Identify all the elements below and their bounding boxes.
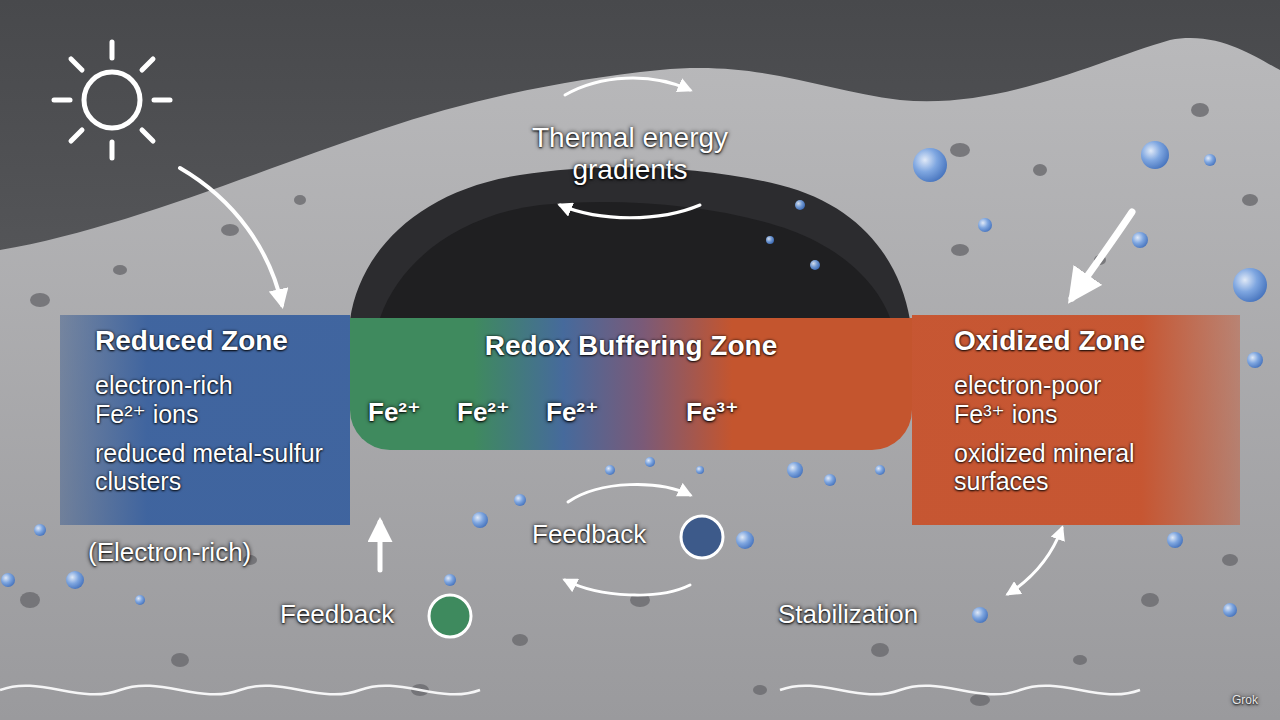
ion-label: Fe²⁺ [546, 398, 599, 428]
energy-label: Thermal energy gradients [515, 122, 745, 186]
watermark: Grok [1232, 694, 1258, 708]
feedback-dot [429, 595, 471, 637]
note-label: (Electron-rich) [88, 538, 251, 568]
zone-band: Reduced Zone electron-rich Fe²⁺ ions reduc… [60, 315, 350, 525]
zone-description: oxidized mineral surfaces [954, 439, 1194, 497]
buffer-channel: Redox Buffering Zone [350, 318, 912, 450]
zone-heading: Reduced Zone [95, 325, 340, 357]
sun-icon [54, 42, 170, 158]
ion-label: Fe²⁺ [457, 398, 510, 428]
zone-description: electron-poor Fe³⁺ ions [954, 371, 1154, 429]
zone-heading: Redox Buffering Zone [361, 330, 901, 362]
ion-label: Fe³⁺ [686, 398, 739, 428]
zone-description: reduced metal-sulfur clusters [95, 439, 340, 497]
stabilization-label: Stabilization [778, 600, 918, 630]
zone-heading: Oxidized Zone [954, 325, 1224, 357]
ion-label: Fe²⁺ [368, 398, 421, 428]
feedback-label: Feedback [532, 520, 646, 550]
feedback-dot [681, 516, 723, 558]
zone-band: Oxidized Zone electron-poor Fe³⁺ ions oxid… [912, 315, 1240, 525]
zone-description: electron-rich Fe²⁺ ions [95, 371, 275, 429]
feedback-label: Feedback [280, 600, 394, 630]
